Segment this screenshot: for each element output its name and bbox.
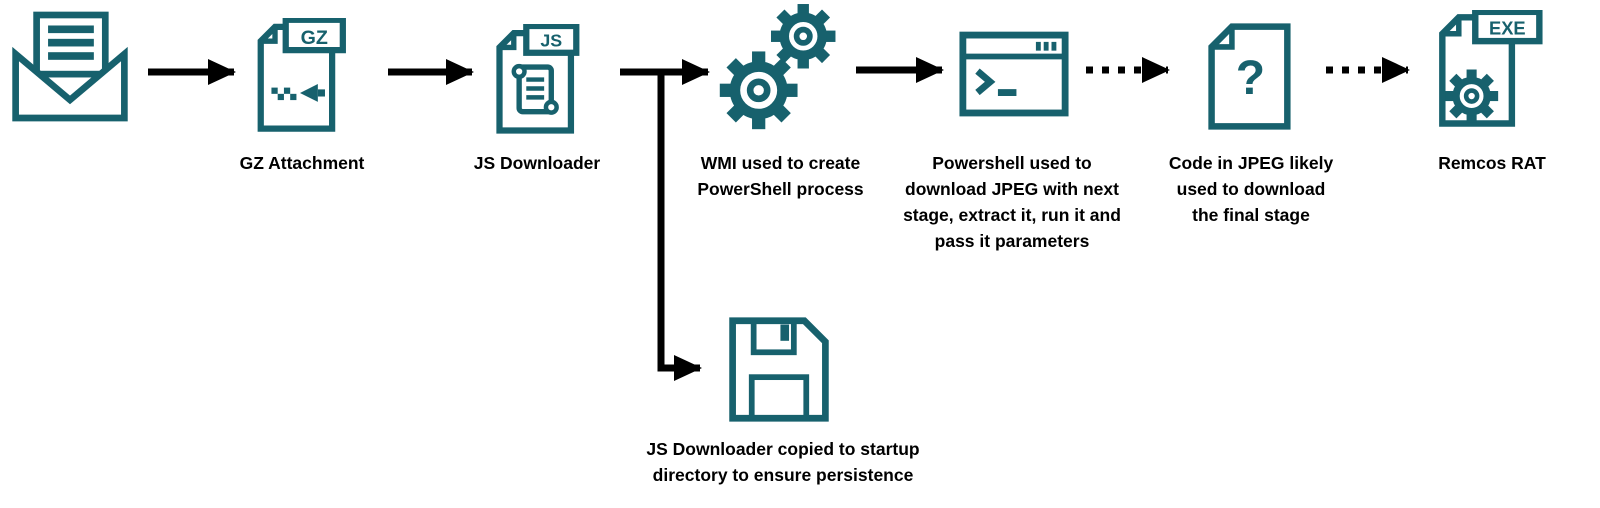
question-file-icon: ? bbox=[1208, 23, 1291, 130]
exe-badge: EXE bbox=[1489, 18, 1526, 39]
arrow-js-to-persistence bbox=[657, 74, 702, 381]
exe-file-icon: EXE bbox=[1439, 10, 1543, 127]
node-remcos-rat: EXE bbox=[1435, 10, 1543, 129]
node-email bbox=[8, 10, 132, 123]
node-js-downloader: JS bbox=[487, 24, 587, 136]
node-gz-attachment: GZ bbox=[250, 18, 350, 134]
js-badge: JS bbox=[540, 31, 562, 51]
node-wmi bbox=[716, 2, 844, 135]
label-gz-attachment: GZ Attachment bbox=[239, 153, 365, 173]
label-js-downloader: JS Downloader bbox=[473, 153, 601, 173]
node-persistence bbox=[724, 312, 834, 427]
node-jpeg-code: ? bbox=[1205, 22, 1293, 131]
node-powershell bbox=[958, 30, 1070, 120]
label-jpeg-code: Code in JPEG likely used to download the… bbox=[1168, 153, 1334, 225]
gz-badge: GZ bbox=[301, 27, 328, 49]
terminal-icon bbox=[959, 31, 1069, 117]
label-persistence: JS Downloader copied to startup director… bbox=[646, 439, 920, 485]
label-wmi: WMI used to create PowerShell process bbox=[697, 153, 864, 199]
question-badge: ? bbox=[1236, 52, 1265, 105]
label-powershell: Powershell used to download JPEG with ne… bbox=[903, 153, 1121, 251]
gears-icon bbox=[719, 4, 836, 130]
gz-file-icon: GZ bbox=[257, 18, 346, 132]
label-remcos-rat: Remcos RAT bbox=[1438, 153, 1546, 173]
js-file-icon: JS bbox=[496, 24, 580, 134]
open-email-icon bbox=[12, 11, 128, 122]
floppy-disk-icon bbox=[729, 317, 829, 422]
